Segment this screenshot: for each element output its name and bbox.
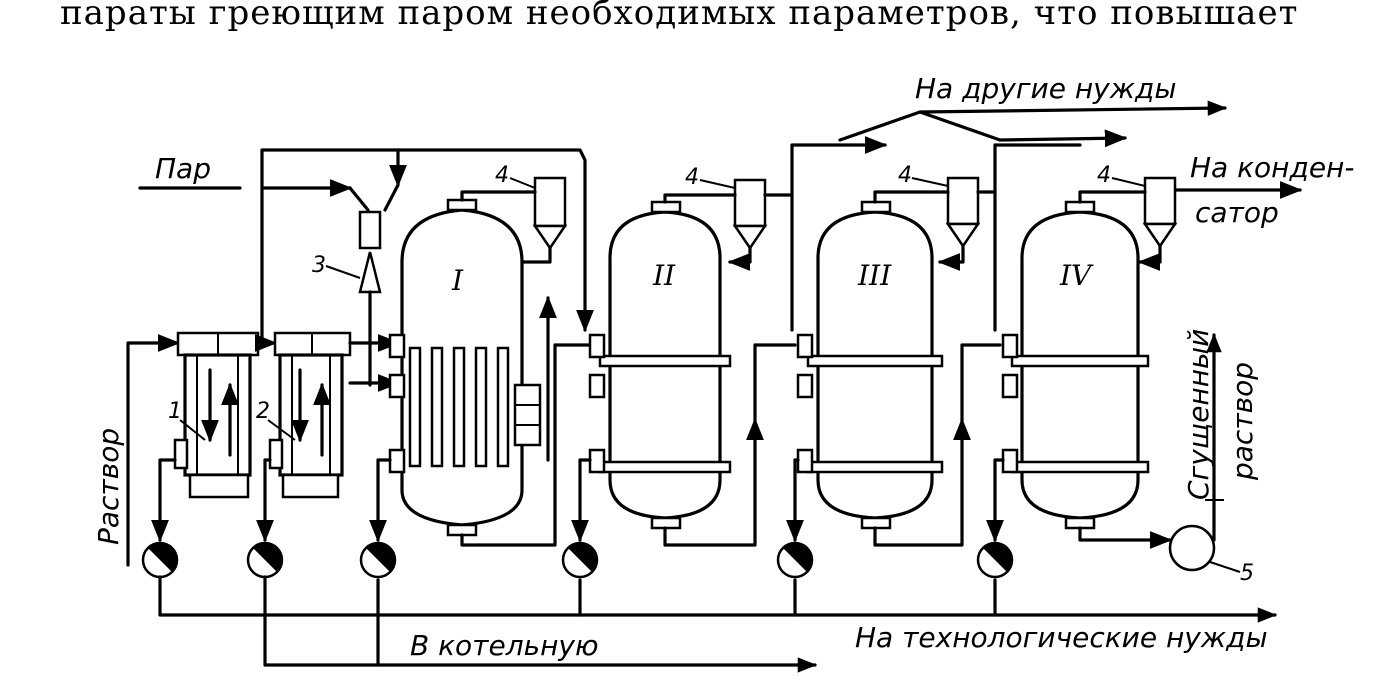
condensate-pump-f [976,541,1014,579]
vessel2-to-vessel3 [753,343,797,422]
condensate-pump-d [561,541,599,579]
separator-III-return [937,244,965,271]
other-needs-arrow-a [918,100,1227,116]
vessel2-out [663,417,764,547]
vessel2-drain [571,458,592,543]
label-4-d: 4 [1097,163,1111,188]
separator-I-return [520,246,552,264]
leader-1 [179,419,206,441]
ejector-body [358,210,382,250]
label-4-a: 4 [495,163,509,188]
steam-to-ejector [348,186,370,212]
to-boiler-label: В котельную [410,629,599,662]
vessel4-drain [986,458,1005,543]
leader-3 [325,265,361,279]
secondary-steam-loop [260,148,594,347]
boiler-line [263,623,817,673]
label-1: 1 [168,399,182,424]
pump-5 [1168,524,1216,572]
condensate-pump-e [776,541,814,579]
leader-4-a [509,177,536,189]
evaporator-vessel-IV [1001,200,1150,530]
preheater-2 [268,331,352,499]
to-condenser-label-2: сатор [1195,196,1279,229]
stage-label-III: III [857,259,892,292]
label-2: 2 [256,399,270,424]
other-needs-line-2 [993,143,1082,332]
separator-I-cone [532,224,568,251]
pre1-drain [151,458,177,543]
stage-label-I: I [451,264,464,297]
separator-II-return [727,246,752,271]
separator-II-cone [732,224,768,251]
loop-to-ejector [383,183,400,212]
solution-inlet [126,334,181,567]
label-5: 5 [1240,561,1254,586]
separator-III-cone [945,222,981,249]
leader-5 [1209,561,1241,573]
vessel1-drain [369,458,392,543]
leader-4-d [1111,177,1146,187]
top-text-line: параты греющим паром необходимых парамет… [60,0,1298,33]
condensate-pump-c [359,541,397,579]
condensate-pump-a [141,541,179,579]
leader-4-b [699,179,736,189]
vessel4-to-pump5 [1078,526,1173,549]
thick-solution-label-2: раствор [1226,362,1259,481]
solution-label: Раствор [92,428,125,545]
tech-needs-line [158,593,1277,623]
vessel3-to-vessel4 [960,343,1002,422]
vessel3-vapor-up [873,190,950,204]
pre2-drain [256,458,274,543]
tech-needs-label: На технологические нужды [855,621,1268,654]
leader-4-c [911,177,949,187]
other-needs-label: На другие нужды [915,72,1176,105]
vessel1-to-vessel2 [460,343,592,547]
ejector-nozzle [358,251,382,294]
separator-IV-return [1137,244,1162,271]
other-needs-line-1 [790,136,888,332]
vessel4-vapor-up [1078,190,1147,204]
label-4-c: 4 [898,163,912,188]
label-3: 3 [312,253,326,278]
to-condenser-label-1: На конден- [1190,151,1354,184]
vessel3-out [873,417,971,547]
other-needs-arrow-b [998,129,1128,148]
thick-solution-label-1: Сгущенный [1182,329,1215,500]
vessel1-vapor-up [460,190,537,202]
steam-label: Пар [155,152,211,185]
separator-I [533,176,567,228]
preheater-1 [173,331,260,499]
separator-III [946,176,980,226]
condensate-pump-b [246,541,284,579]
vessel3-drain [786,458,804,543]
vessel2-vapor-up [663,193,737,204]
label-4-b: 4 [685,165,699,190]
separator-IV-cone [1142,222,1178,249]
evaporator-vessel-III [796,200,944,530]
evaporator-vessel-I [388,198,542,537]
separator-II [733,178,767,228]
separator-IV [1143,176,1177,226]
leader-2 [267,419,296,441]
other-needs-branch [838,110,1002,142]
evaporator-vessel-II [588,200,732,530]
stage-label-II: II [652,259,676,292]
stage-label-IV: IV [1059,259,1094,292]
